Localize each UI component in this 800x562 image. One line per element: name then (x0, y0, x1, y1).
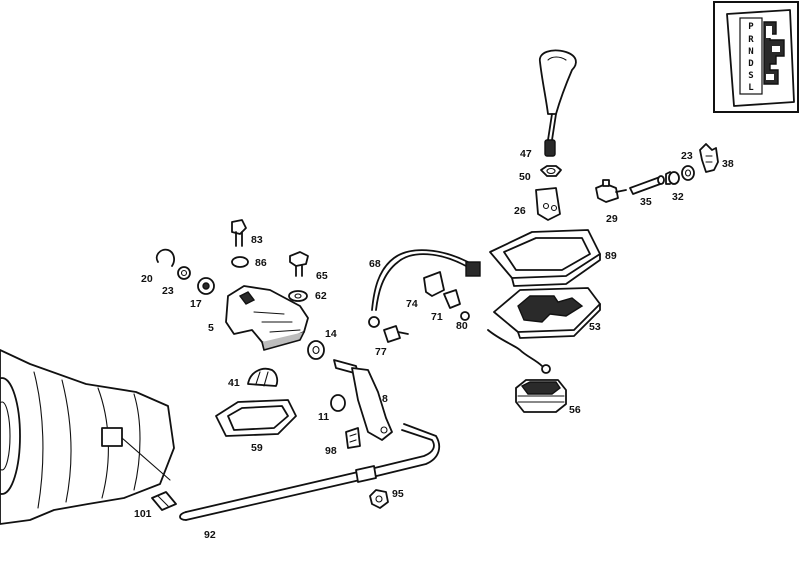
callout-17: 17 (190, 298, 202, 310)
gasket-59 (215, 399, 297, 437)
callout-59: 59 (251, 442, 263, 454)
bushing-32 (665, 171, 680, 185)
clip-20 (155, 248, 175, 267)
callout-29: 29 (606, 213, 618, 225)
bracket-26 (535, 187, 561, 221)
gate-housing-53 (487, 287, 601, 374)
callout-8: 8 (382, 393, 388, 405)
callout-labels: 47 50 26 23 38 29 35 32 89 83 86 65 62 2… (134, 148, 734, 541)
nut-95 (369, 489, 389, 509)
callout-53: 53 (589, 321, 601, 333)
shift-gate-inset: P R N D S L (713, 1, 799, 113)
bolt-83 (231, 219, 247, 247)
lamp-77 (383, 325, 409, 343)
lever-8 (333, 359, 393, 441)
gate-letter-l: L (748, 83, 754, 93)
joint-101 (151, 491, 177, 511)
callout-68: 68 (369, 258, 381, 270)
cover-41 (247, 367, 279, 387)
washer-23-left (177, 266, 191, 280)
callout-56: 56 (569, 404, 581, 416)
callout-20: 20 (141, 273, 153, 285)
fitting-29 (595, 179, 627, 203)
callout-95: 95 (392, 488, 404, 500)
callout-32: 32 (672, 191, 684, 203)
nut-50 (540, 165, 562, 177)
washer-23-right (681, 165, 695, 181)
callout-23-right: 23 (681, 150, 693, 162)
sleeve-56 (515, 379, 567, 413)
washer-86 (231, 256, 249, 268)
callout-41: 41 (228, 377, 240, 389)
gate-letter-r: R (748, 35, 754, 45)
callout-38: 38 (722, 158, 734, 170)
pin-35 (629, 175, 665, 195)
bolt-65 (289, 251, 309, 277)
gate-letter-p: P (748, 22, 754, 32)
callout-86: 86 (255, 257, 267, 269)
callout-71: 71 (431, 311, 443, 323)
callout-11: 11 (318, 411, 329, 423)
callout-98: 98 (325, 445, 337, 457)
callout-92: 92 (204, 529, 216, 541)
bushing-11 (330, 394, 346, 412)
callout-83: 83 (251, 234, 263, 246)
cover-frame-89 (489, 229, 601, 287)
callout-77: 77 (375, 346, 387, 358)
shift-rod-92 (179, 423, 441, 521)
bracket-74 (423, 271, 445, 297)
spring-clip-38 (699, 143, 719, 173)
cable-68 (368, 249, 481, 328)
callout-26: 26 (514, 205, 526, 217)
callout-74: 74 (406, 298, 418, 310)
callout-65: 65 (316, 270, 328, 282)
callout-35: 35 (640, 196, 652, 208)
transmission-housing (0, 349, 175, 525)
washer-62 (288, 290, 308, 302)
shift-bracket-5 (225, 285, 309, 351)
callout-62: 62 (315, 290, 327, 302)
callout-89: 89 (605, 250, 617, 262)
callout-50: 50 (519, 171, 531, 183)
gate-letter-n: N (748, 47, 753, 57)
shift-knob-47 (539, 49, 577, 157)
callout-14: 14 (325, 328, 337, 340)
gate-letter-d: D (748, 59, 754, 69)
bushing-14 (307, 340, 325, 360)
bushing-17 (197, 277, 215, 295)
switch-71 (443, 289, 461, 309)
gate-letter-s: S (748, 71, 753, 81)
clamp-98 (345, 427, 361, 449)
clip-80 (460, 311, 470, 321)
callout-23-left: 23 (162, 285, 174, 297)
callout-5: 5 (208, 322, 214, 334)
callout-101: 101 (134, 508, 152, 520)
callout-80: 80 (456, 320, 468, 332)
callout-47: 47 (520, 148, 532, 160)
